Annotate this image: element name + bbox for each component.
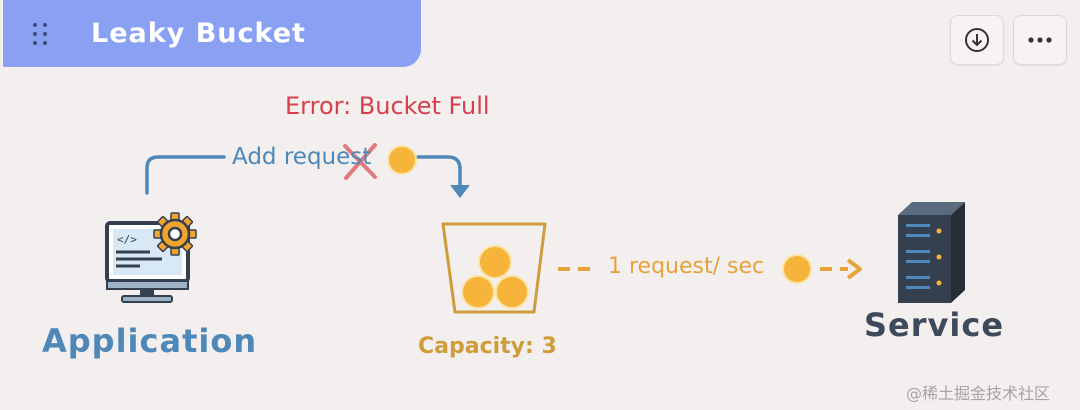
reject-x-icon [343, 143, 377, 180]
more-button[interactable] [1013, 15, 1067, 65]
watermark: @稀土掘金技术社区 [906, 384, 1051, 403]
server-icon [898, 202, 965, 303]
add-request-label: Add request [232, 144, 372, 170]
add-request-arrowhead [450, 185, 470, 198]
error-label: Error: Bucket Full [285, 92, 490, 120]
application-computer-icon: </> [105, 221, 190, 303]
service-label: Service [864, 306, 1005, 344]
more-icon [1028, 37, 1052, 43]
outgoing-request-coin [782, 254, 812, 284]
bucket-coin [478, 245, 512, 279]
title-tab: Leaky Bucket [3, 0, 421, 67]
download-icon [965, 28, 989, 52]
application-label: Application [42, 322, 258, 360]
download-button[interactable] [950, 15, 1004, 65]
drag-handle-icon[interactable] [33, 22, 49, 45]
add-request-arrow-end [416, 155, 462, 188]
rejected-request-coin [387, 145, 417, 175]
rate-label: 1 request/ sec [608, 254, 765, 279]
gear-icon [153, 212, 197, 256]
leak-rate-arrow [558, 258, 862, 280]
page-title: Leaky Bucket [91, 18, 306, 49]
add-request-arrow [145, 155, 226, 195]
bucket-coin [461, 275, 495, 309]
bucket-icon [441, 222, 547, 314]
capacity-label: Capacity: 3 [418, 334, 557, 359]
bucket-coin [495, 275, 529, 309]
svg-text:</>: </> [117, 233, 137, 246]
